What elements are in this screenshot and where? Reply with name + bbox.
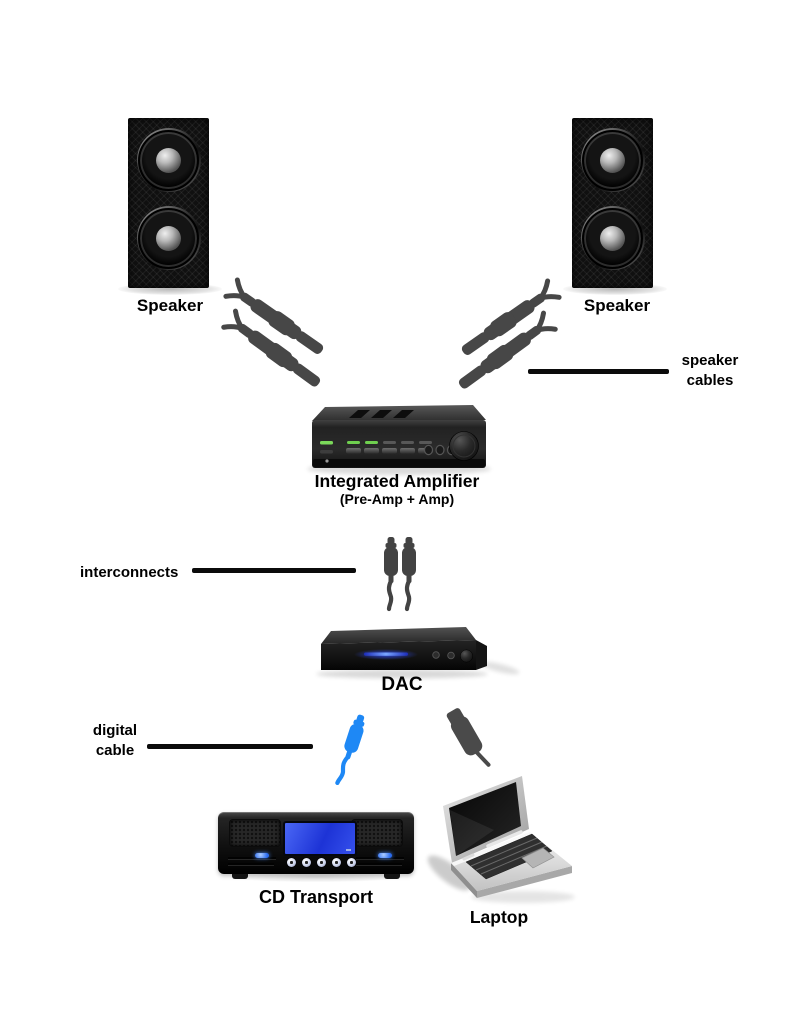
speaker-cable-right-icon <box>455 281 560 394</box>
cd-led-left <box>255 853 269 858</box>
interconnects-pointer-line <box>192 568 356 573</box>
cd-transport-label: CD Transport <box>258 887 373 907</box>
cd-button <box>287 858 296 867</box>
speaker-driver <box>580 206 645 270</box>
cd-button <box>332 858 341 867</box>
interconnects-label: interconnects <box>80 564 179 581</box>
speaker-cables-pointer-line <box>528 369 669 374</box>
digital-cable-label: digital cable <box>92 722 138 760</box>
dac-image <box>316 627 520 679</box>
speaker-cables-label: speaker cables <box>681 352 739 390</box>
speaker-left-label: Speaker <box>136 296 204 315</box>
cd-button <box>347 858 356 867</box>
laptop-image <box>427 776 575 903</box>
digital-cable-pointer-line <box>147 744 313 749</box>
cd-button <box>302 858 311 867</box>
cd-led-right <box>378 853 392 858</box>
cd-display-screen <box>283 821 357 856</box>
speaker-driver <box>136 128 201 192</box>
speaker-driver <box>136 206 201 270</box>
speaker-right-image <box>572 118 653 288</box>
digital-cable-plug-icon <box>333 713 369 786</box>
speaker-driver <box>580 128 645 192</box>
integrated-amplifier-image <box>307 405 491 475</box>
speaker-left-image <box>128 118 209 288</box>
cd-grille-right <box>351 819 403 847</box>
amplifier-sublabel: (Pre-Amp + Amp) <box>339 491 455 507</box>
dac-label: DAC <box>381 674 423 695</box>
speaker-right-label: Speaker <box>583 296 651 315</box>
cd-grille-left <box>229 819 281 847</box>
amplifier-label: Integrated Amplifier <box>314 471 480 491</box>
usb-plug-icon <box>441 704 495 774</box>
laptop-label: Laptop <box>469 907 529 927</box>
cd-transport-image <box>218 812 414 879</box>
speaker-cable-left-icon <box>224 280 328 392</box>
cd-transport-shadow <box>230 872 402 882</box>
interconnect-plugs-icon <box>384 537 416 609</box>
cd-button <box>317 858 326 867</box>
